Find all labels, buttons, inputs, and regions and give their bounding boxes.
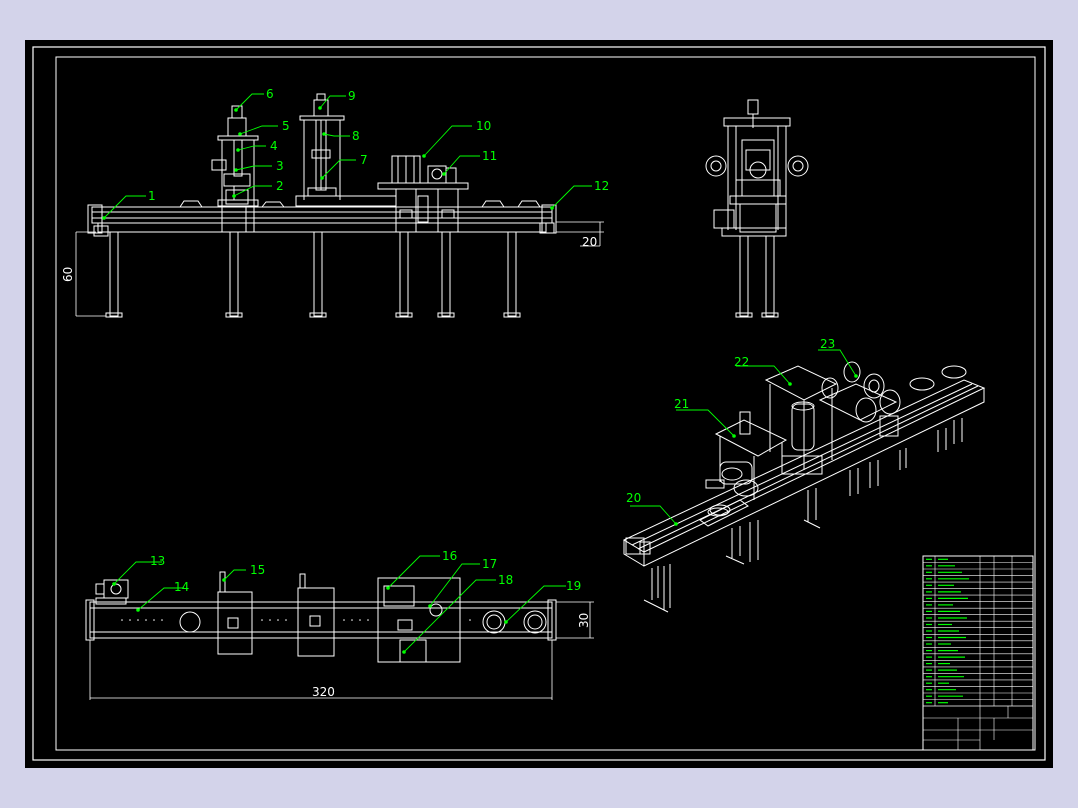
drawing-background [25, 40, 1053, 768]
callout-8: 8 [352, 129, 360, 143]
callout-1: 1 [148, 189, 156, 203]
callout-14: 14 [174, 580, 189, 594]
callout-20: 20 [626, 491, 641, 505]
callout-7: 7 [360, 153, 368, 167]
callout-15: 15 [250, 563, 265, 577]
callout-9: 9 [348, 89, 356, 103]
callout-16: 16 [442, 549, 457, 563]
callout-arrowheads [102, 106, 858, 654]
press-station-1 [211, 105, 259, 233]
plan-view [85, 571, 557, 663]
callout-22: 22 [734, 355, 749, 369]
callout-11: 11 [482, 149, 497, 163]
callout-6: 6 [266, 87, 274, 101]
isometric-view [622, 361, 986, 613]
callout-18: 18 [498, 573, 513, 587]
drive-station [377, 155, 469, 233]
dimension-front-right: 20 [582, 235, 597, 249]
dimension-plan-height: 30 [577, 613, 591, 628]
dimension-plan-length: 320 [312, 685, 335, 699]
callout-2: 2 [276, 179, 284, 193]
callout-13: 13 [150, 554, 165, 568]
callout-5: 5 [282, 119, 290, 133]
callout-10: 10 [476, 119, 491, 133]
callout-leaders [103, 93, 857, 653]
callout-12: 12 [594, 179, 609, 193]
callout-21: 21 [674, 397, 689, 411]
callout-labels: 1 2 3 4 5 6 7 8 9 10 11 12 13 14 15 16 1… [148, 87, 835, 594]
plan-dimensions [89, 601, 594, 700]
front-dimensions [75, 221, 604, 317]
drawing-frame [32, 46, 1046, 761]
front-elevation-view [87, 93, 557, 318]
dimension-front-left: 60 [61, 267, 75, 282]
title-block [922, 555, 1034, 751]
callout-23: 23 [820, 337, 835, 351]
callout-3: 3 [276, 159, 284, 173]
side-elevation-view [705, 99, 809, 318]
plan-dots [121, 619, 471, 621]
callout-4: 4 [270, 139, 278, 153]
callout-19: 19 [566, 579, 581, 593]
callout-17: 17 [482, 557, 497, 571]
